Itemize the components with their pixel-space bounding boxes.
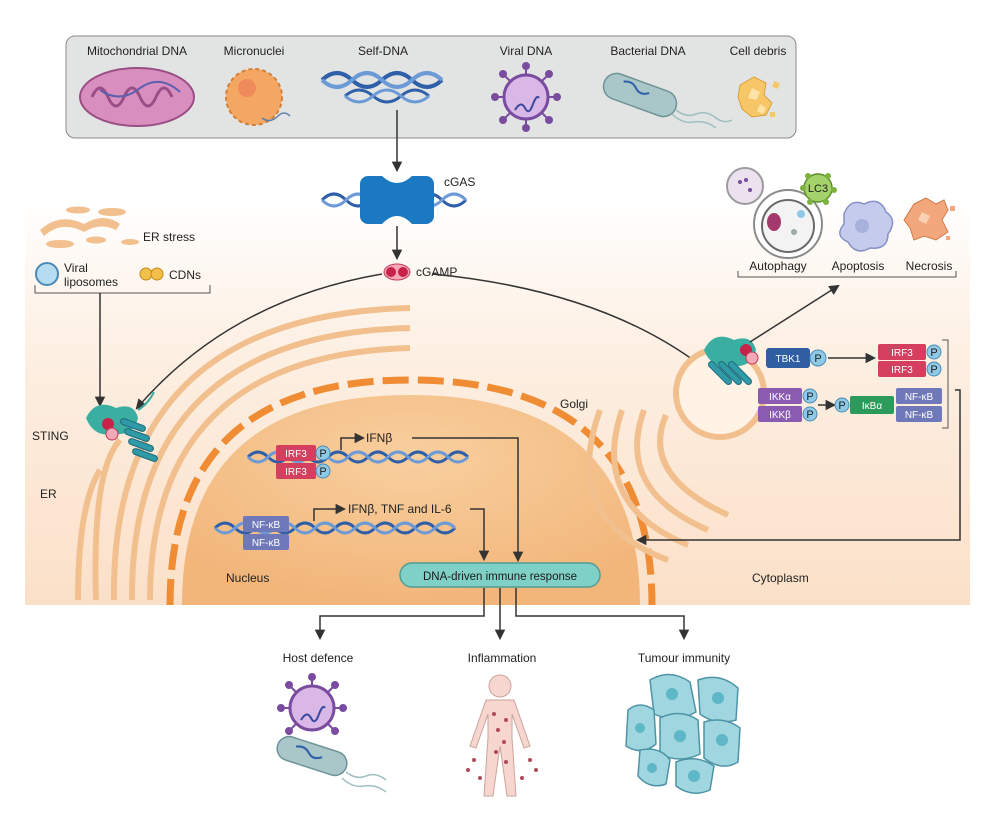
label-irf3-2: IRF3	[891, 365, 913, 376]
label-cdns: CDNs	[169, 268, 201, 282]
label-cgamp: cGAMP	[416, 265, 457, 279]
sting-protein-icon	[86, 391, 158, 462]
golgi-membranes	[586, 408, 730, 563]
phospho-nuc-irf3-1	[315, 445, 331, 461]
label-er-stress: ER stress	[143, 230, 195, 244]
label-ifnb-tnf-il6: IFNβ, TNF and IL-6	[348, 502, 452, 516]
label-nfkb-1: NF-κB	[905, 392, 934, 403]
label-sting: STING	[32, 429, 69, 443]
label-irf3-1: IRF3	[891, 348, 913, 359]
label-nuc-nfkb-2: NF-κB	[252, 538, 281, 549]
phospho-irf3-1	[926, 344, 942, 360]
label-nuc-nfkb-1: NF-κB	[252, 520, 281, 531]
inflamed-body-icon	[466, 674, 538, 797]
golgi-sting-icon	[704, 336, 759, 385]
virus-icon	[491, 62, 561, 132]
nuc-nfkb-box-2	[243, 534, 289, 550]
nuclear-envelope	[166, 376, 656, 606]
lc3-icon	[800, 173, 837, 205]
nuc-irf3-box-1	[276, 445, 316, 461]
label-ikba: IκBα	[862, 401, 882, 412]
er-stress-icon	[40, 206, 139, 248]
host-bacterium-icon	[276, 735, 387, 793]
label-ifnb: IFNβ	[366, 431, 392, 445]
cell-debris-icon	[737, 76, 780, 118]
label-host-defence: Host defence	[283, 651, 354, 665]
label-mito-dna: Mitochondrial DNA	[87, 44, 187, 58]
phospho-ikkb	[802, 406, 818, 422]
label-p-ikba: P	[838, 400, 845, 412]
irf3-box-2	[878, 361, 926, 377]
tumour-nuclei	[635, 688, 728, 782]
phospho-ikba	[834, 397, 850, 413]
phospho-ikka	[802, 388, 818, 404]
label-liposomes: liposomes	[64, 275, 118, 289]
label-inflammation: Inflammation	[468, 651, 537, 665]
label-viral: Viral	[64, 261, 88, 275]
cgas-icon	[320, 176, 468, 224]
label-necrosis: Necrosis	[906, 259, 953, 273]
label-cgas: cGAS	[444, 175, 475, 189]
label-autophagy: Autophagy	[749, 259, 806, 273]
label-nuc-irf3-1: IRF3	[285, 449, 307, 460]
autophagy-icon	[726, 167, 823, 259]
phospho-nuc-irf3-2	[315, 463, 331, 479]
cdns-icon	[139, 267, 164, 281]
label-ikkb: IKKβ	[769, 410, 791, 421]
cgamp-icon	[383, 263, 411, 281]
label-viral-dna: Viral DNA	[500, 44, 552, 58]
label-p-nuc-1: P	[319, 448, 326, 460]
label-apoptosis: Apoptosis	[832, 259, 885, 273]
bacterium-icon	[602, 72, 733, 129]
nfkb-box-2	[896, 406, 942, 422]
mitochondrion-icon	[79, 67, 195, 127]
label-er: ER	[40, 487, 57, 501]
label-tbk1: TBK1	[775, 354, 800, 365]
immune-response-box	[399, 562, 601, 588]
label-lc3: LC3	[808, 183, 828, 195]
label-micronuclei: Micronuclei	[224, 44, 285, 58]
label-p-nuc-2: P	[319, 466, 326, 478]
label-p-irf3-1: P	[930, 347, 937, 359]
label-nucleus: Nucleus	[226, 571, 269, 585]
phospho-irf3-2	[926, 361, 942, 377]
self-dna-icon	[320, 71, 444, 104]
er-membranes	[75, 305, 411, 601]
label-nuc-irf3-2: IRF3	[285, 467, 307, 478]
micronucleus-icon	[225, 68, 291, 126]
liposome-icon	[35, 262, 59, 286]
label-nfkb-2: NF-κB	[905, 410, 934, 421]
tbk1-box	[766, 348, 810, 368]
phospho-tbk1	[809, 349, 827, 367]
ikba-box	[850, 396, 894, 414]
ikka-box	[758, 388, 802, 404]
label-golgi: Golgi	[560, 397, 588, 411]
label-self-dna: Self-DNA	[358, 44, 408, 58]
label-ikka: IKKα	[769, 392, 791, 403]
host-virus-icon	[277, 673, 347, 735]
necrosis-icon	[903, 197, 955, 241]
label-p-tbk1: P	[814, 353, 821, 365]
label-tumour-immunity: Tumour immunity	[638, 651, 730, 665]
label-p-irf3-2: P	[930, 364, 937, 376]
label-p-ikka: P	[806, 391, 813, 403]
label-cytoplasm: Cytoplasm	[752, 571, 809, 585]
label-bacterial-dna: Bacterial DNA	[610, 44, 685, 58]
label-cell-debris: Cell debris	[730, 44, 787, 58]
nfkb-box-1	[896, 388, 942, 404]
irf3-box-1	[878, 344, 926, 360]
label-p-ikkb: P	[806, 409, 813, 421]
ikkb-box	[758, 406, 802, 422]
nuc-irf3-box-2	[276, 463, 316, 479]
nuc-nfkb-box-1	[243, 516, 289, 532]
label-immune-response: DNA-driven immune response	[423, 571, 577, 583]
apoptosis-icon	[839, 200, 894, 252]
